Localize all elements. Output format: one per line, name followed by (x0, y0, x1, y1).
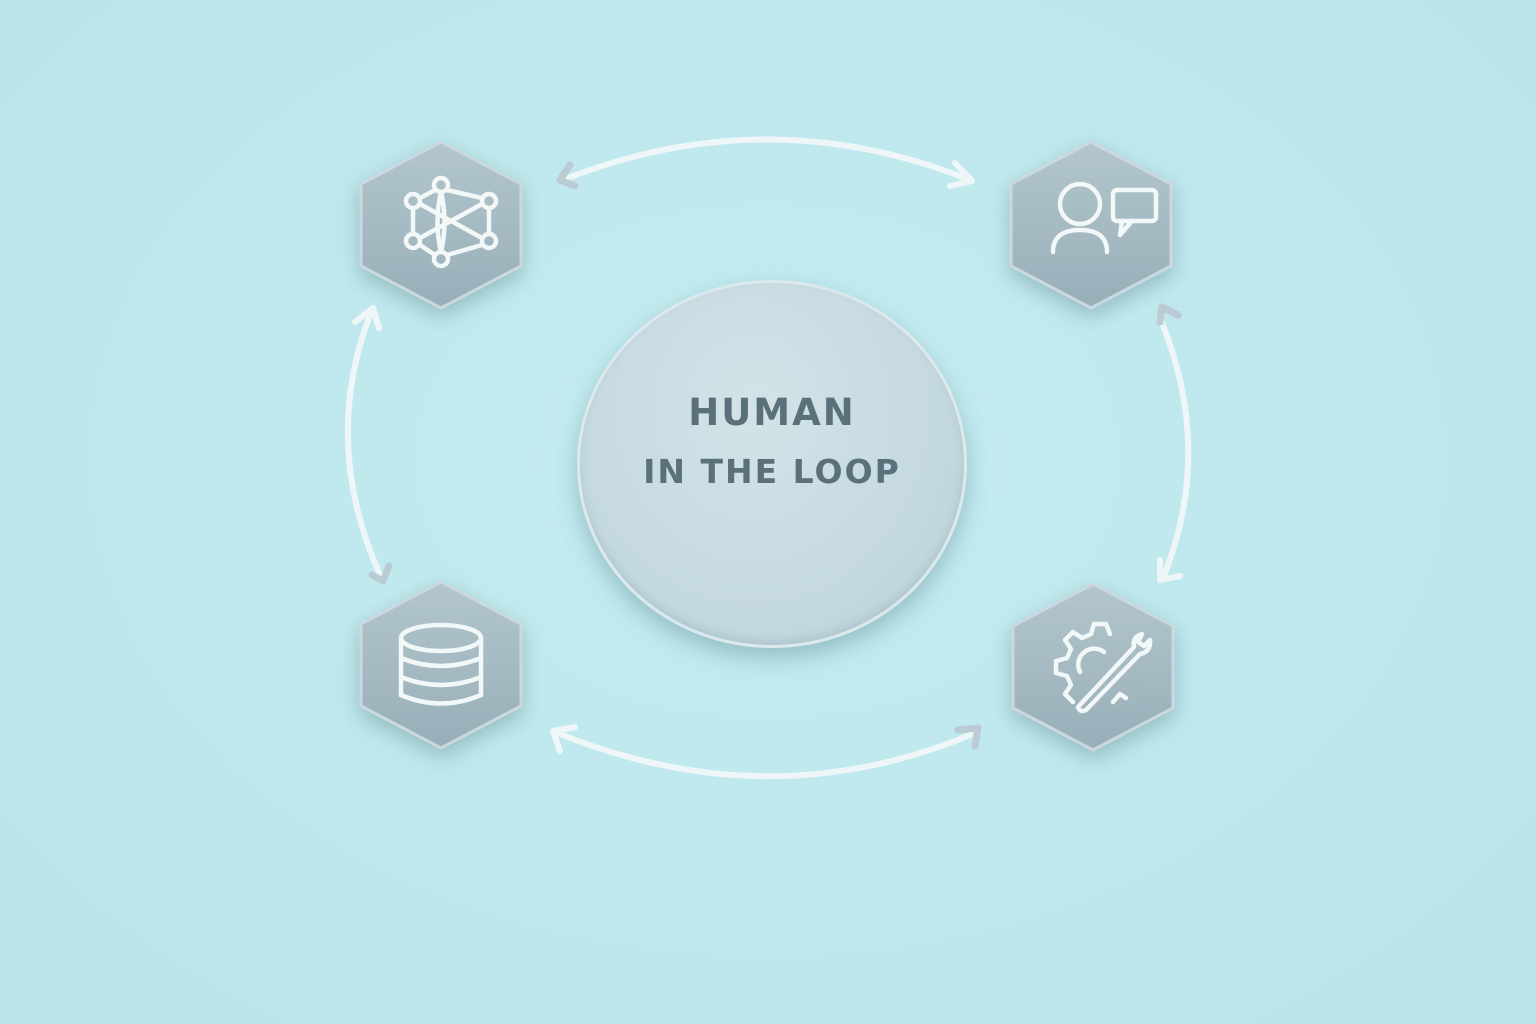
center-title-line2: IN THE LOOP (643, 452, 901, 491)
arrow-top (565, 136, 973, 183)
arrow-right (1157, 315, 1192, 581)
center-title-line1: HUMAN (688, 391, 856, 434)
arrow-head-bottom-left (550, 724, 578, 754)
node-data (358, 580, 524, 750)
arrow-head-top-left (556, 161, 579, 190)
arrow-head-bottom-right (954, 724, 982, 750)
database-icon (398, 622, 484, 706)
center-human-in-the-loop: HUMAN IN THE LOOP (577, 280, 967, 648)
node-neural-network (358, 140, 524, 310)
arrow-head-left-bottom (368, 562, 393, 585)
node-human-feedback (1008, 140, 1174, 310)
arrow-head-right-bottom (1157, 557, 1183, 583)
neural-network-icon (403, 175, 499, 269)
node-tools (1010, 582, 1176, 752)
arrow-head-right-top (1156, 303, 1182, 326)
gear-wrench-icon (1053, 621, 1153, 714)
arrow-head-top-right (947, 160, 975, 189)
arrow-bottom (552, 729, 978, 780)
person-chat-icon (1050, 181, 1159, 255)
arrow-head-left-top (352, 305, 382, 331)
arrow-left (344, 307, 383, 578)
